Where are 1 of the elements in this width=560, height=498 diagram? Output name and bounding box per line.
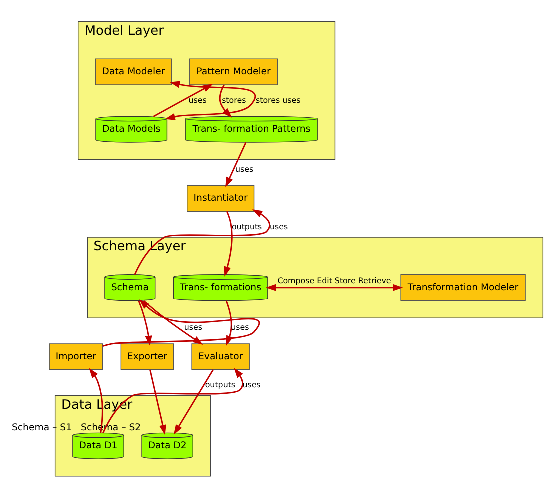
node-label: Schema – S1: [12, 422, 72, 434]
